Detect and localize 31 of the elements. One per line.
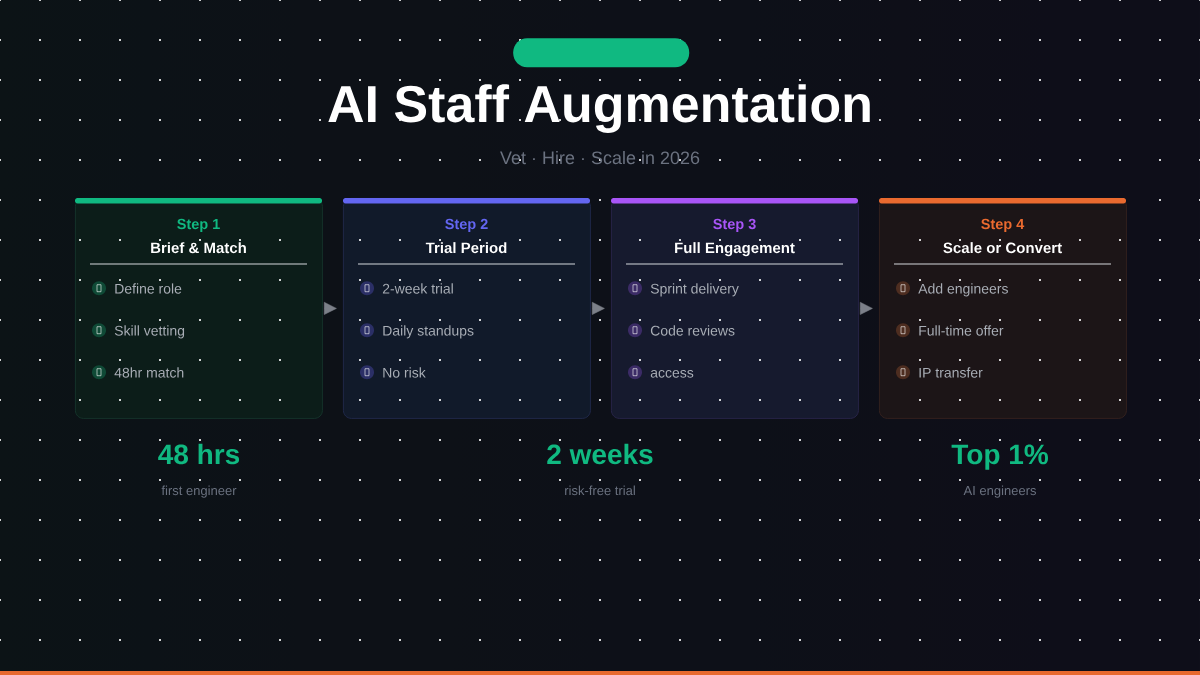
bullet-text: Skill vetting: [114, 325, 185, 339]
arrow: [859, 302, 873, 315]
bullet-text: Sprint delivery: [650, 283, 739, 297]
stat-caption: AI engineers: [963, 485, 1036, 498]
stat-caption: first engineer: [161, 485, 237, 498]
bullet-text: IP transfer: [919, 367, 983, 378]
card-title: Full Engagement: [675, 242, 795, 257]
bullet-text: Add engineers: [918, 283, 1008, 297]
bullet-text: Code reviews: [650, 325, 735, 336]
stat-value: 2 weeks: [547, 443, 653, 465]
subtitle: Vet · Hire · Scale in 2026: [500, 150, 700, 165]
bullet-text: 2-week trial: [382, 283, 453, 294]
title: AI Staff Augmentation: [328, 84, 870, 134]
bullet-text: Daily standups: [383, 325, 474, 339]
bullet-text: access: [650, 369, 694, 378]
card-title: Brief & Match: [151, 242, 246, 254]
bullet-text: 48hr match: [114, 367, 184, 378]
step-label: Step 2: [445, 218, 488, 232]
card-title: Trial Period: [425, 242, 507, 254]
pill-badge: [513, 38, 690, 68]
step-label: Step 1: [177, 218, 220, 232]
step-label: Step 4: [981, 218, 1025, 232]
arrow: [323, 302, 337, 315]
step-label: Step 3: [713, 218, 756, 232]
bullet-text: Define role: [115, 283, 182, 294]
bullet-text: Full-time offer: [919, 325, 1004, 336]
stat-value: Top 1%: [951, 444, 1048, 470]
bullet-text: No risk: [383, 367, 426, 378]
card-title: Scale or Convert: [943, 242, 1062, 254]
stat-caption: risk-free trial: [565, 485, 635, 496]
arrow: [591, 302, 605, 315]
